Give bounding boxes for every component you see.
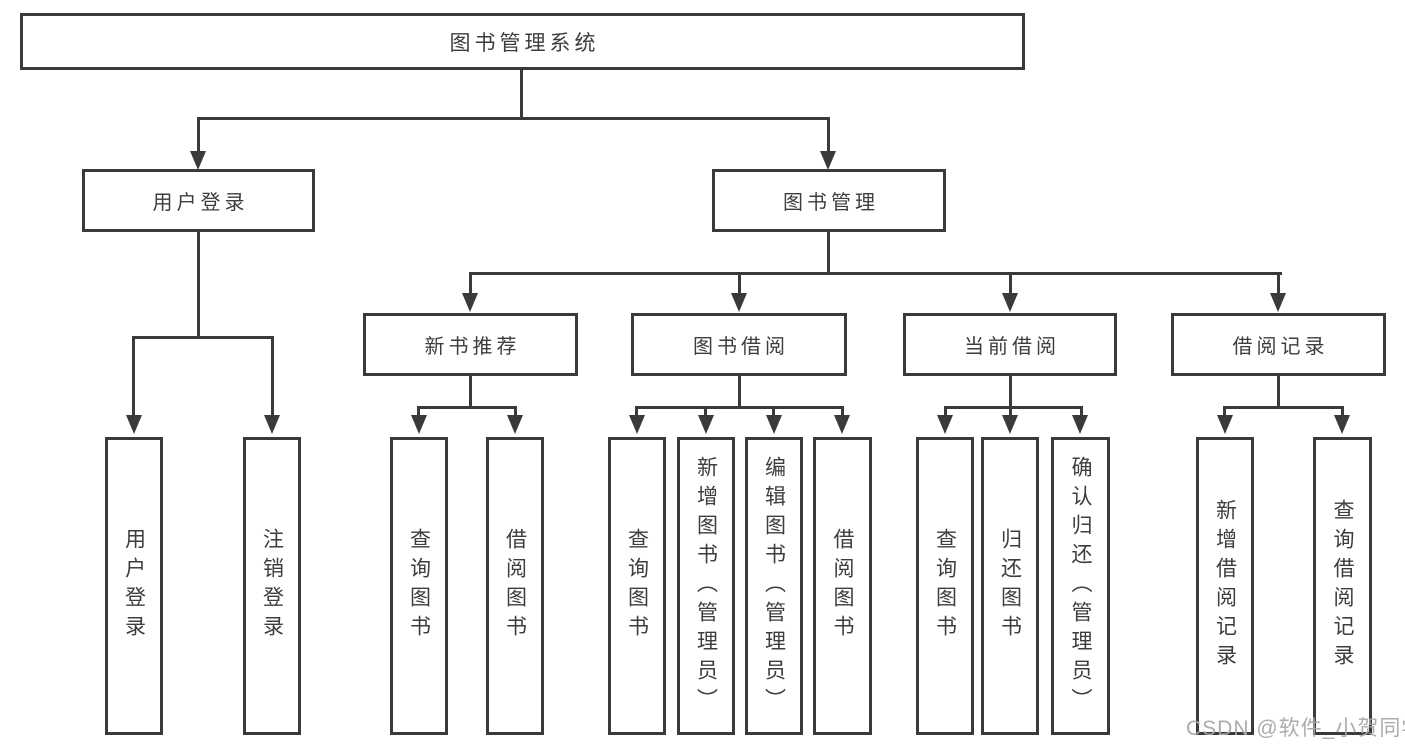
- leaf-add-books-admin: 新增图书（管理员）: [677, 437, 735, 735]
- leaf-label: 归还图书: [998, 528, 1022, 644]
- edge-level1-bar: [197, 117, 830, 120]
- arrow-down-icon: [698, 415, 714, 434]
- edge-to-book-borrow: [738, 272, 741, 295]
- edge-to-leaf: [1341, 406, 1344, 416]
- arrow-down-icon: [507, 415, 523, 434]
- node-current-borrow: 当前借阅: [903, 313, 1117, 376]
- arrow-down-icon: [411, 415, 427, 434]
- arrow-down-icon: [264, 415, 280, 434]
- node-book-borrow: 图书借阅: [631, 313, 847, 376]
- edge-login-stem: [197, 232, 200, 336]
- leaf-label: 查询借阅记录: [1331, 499, 1354, 673]
- leaf-label: 注销登录: [260, 528, 284, 644]
- arrow-down-icon: [1002, 293, 1018, 312]
- leaf-query-books-current: 查询图书: [916, 437, 974, 735]
- arrow-down-icon: [1072, 415, 1088, 434]
- edge-login-bar: [132, 336, 274, 339]
- leaf-label: 新增借阅记录: [1213, 499, 1237, 673]
- edge-root-stem: [520, 70, 523, 119]
- arrow-down-icon: [1002, 415, 1018, 434]
- edge-records-stem: [1277, 376, 1280, 406]
- edge-to-leaf: [944, 406, 947, 416]
- edge-to-leaf: [514, 406, 517, 416]
- leaf-user-login: 用户登录: [105, 437, 163, 735]
- arrow-down-icon: [766, 415, 782, 434]
- edge-to-current-borrow: [1009, 272, 1012, 295]
- edge-level3-bar: [469, 272, 1282, 275]
- edge-to-borrow-records: [1277, 272, 1280, 295]
- node-user-login: 用户登录: [82, 169, 315, 232]
- edge-to-leaf: [841, 406, 844, 416]
- edge-to-leaf: [132, 336, 135, 416]
- leaf-add-borrow-record: 新增借阅记录: [1196, 437, 1254, 735]
- arrow-down-icon: [1334, 415, 1350, 434]
- edge-book-borrow-stem: [738, 376, 741, 406]
- leaf-confirm-return-admin: 确认归还（管理员）: [1051, 437, 1110, 735]
- arrow-down-icon: [190, 151, 206, 170]
- node-root: 图书管理系统: [20, 13, 1025, 70]
- arrow-down-icon: [834, 415, 850, 434]
- edge-to-leaf: [1080, 406, 1083, 416]
- leaf-label: 查询图书: [933, 528, 957, 644]
- edge-to-leaf: [1009, 406, 1012, 416]
- arrow-down-icon: [1270, 293, 1286, 312]
- leaf-label: 新增图书（管理员）: [694, 455, 718, 717]
- leaf-label: 编辑图书（管理员）: [762, 455, 786, 717]
- leaf-label: 借阅图书: [831, 528, 854, 644]
- edge-to-leaf: [1223, 406, 1226, 416]
- leaf-logout: 注销登录: [243, 437, 301, 735]
- edge-to-leaf: [772, 406, 775, 416]
- edge-records-bar: [1223, 406, 1344, 409]
- arrow-down-icon: [629, 415, 645, 434]
- arrow-down-icon: [126, 415, 142, 434]
- leaf-borrow-books-recommend: 借阅图书: [486, 437, 544, 735]
- edge-to-leaf: [417, 406, 420, 416]
- leaf-label: 查询图书: [625, 528, 649, 644]
- edge-to-leaf: [704, 406, 707, 416]
- node-book-management: 图书管理: [712, 169, 946, 232]
- node-borrow-records: 借阅记录: [1171, 313, 1386, 376]
- leaf-edit-books-admin: 编辑图书（管理员）: [745, 437, 803, 735]
- leaf-borrow-books: 借阅图书: [813, 437, 872, 735]
- arrow-down-icon: [462, 293, 478, 312]
- arrow-down-icon: [1217, 415, 1233, 434]
- arrow-down-icon: [937, 415, 953, 434]
- edge-to-leaf: [271, 336, 274, 416]
- csdn-watermark: CSDN @软件_小贺同学: [1186, 717, 1405, 740]
- leaf-query-books-borrow: 查询图书: [608, 437, 666, 735]
- arrow-down-icon: [820, 151, 836, 170]
- edge-mgmt-stem: [827, 232, 830, 272]
- node-new-book-recommend: 新书推荐: [363, 313, 578, 376]
- leaf-return-books: 归还图书: [981, 437, 1039, 735]
- leaf-label: 借阅图书: [503, 528, 527, 644]
- edge-book-borrow-bar: [635, 406, 844, 409]
- edge-recommend-stem: [469, 376, 472, 406]
- leaf-query-books-recommend: 查询图书: [390, 437, 448, 735]
- edge-current-borrow-bar: [944, 406, 1083, 409]
- edge-to-leaf: [635, 406, 638, 416]
- edge-current-borrow-stem: [1009, 376, 1012, 406]
- leaf-query-borrow-record: 查询借阅记录: [1313, 437, 1372, 735]
- arrow-down-icon: [731, 293, 747, 312]
- edge-recommend-bar: [417, 406, 517, 409]
- edge-to-recommend: [469, 272, 472, 295]
- edge-to-book-management: [827, 117, 830, 153]
- leaf-label: 查询图书: [407, 528, 431, 644]
- edge-to-user-login: [197, 117, 200, 153]
- leaf-label: 用户登录: [122, 528, 146, 644]
- leaf-label: 确认归还（管理员）: [1069, 455, 1092, 717]
